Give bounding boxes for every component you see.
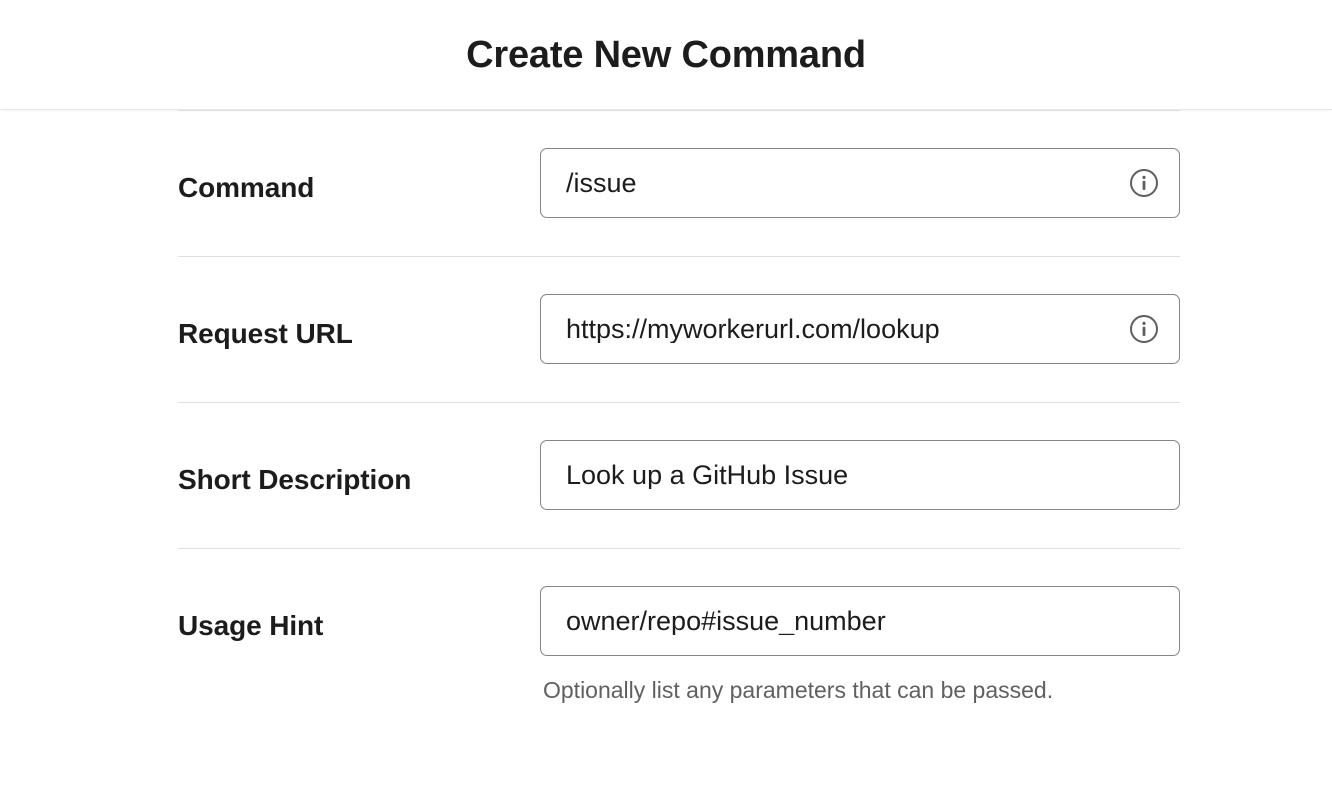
usage-hint-input[interactable]: owner/repo#issue_number xyxy=(540,586,1180,656)
form-row-usage-hint-label-col: Usage Hint xyxy=(178,549,540,642)
form-row-short-description: Short Description Look up a GitHub Issue xyxy=(178,402,1180,548)
label-command: Command xyxy=(178,172,315,203)
info-icon[interactable] xyxy=(1129,314,1159,344)
label-usage-hint: Usage Hint xyxy=(178,610,324,641)
short-description-input[interactable]: Look up a GitHub Issue xyxy=(540,440,1180,510)
form-row-request-url-field-col: https://myworkerurl.com/lookup xyxy=(540,257,1180,402)
request-url-input-value[interactable]: https://myworkerurl.com/lookup xyxy=(566,315,940,343)
form-row-usage-hint-field-col: owner/repo#issue_number Optionally list … xyxy=(540,549,1180,744)
command-input[interactable]: /issue xyxy=(540,148,1180,218)
form-row-command: Command /issue xyxy=(178,110,1180,256)
request-url-input[interactable]: https://myworkerurl.com/lookup xyxy=(540,294,1180,364)
info-icon[interactable] xyxy=(1129,168,1159,198)
form-row-request-url-label-col: Request URL xyxy=(178,257,540,350)
form-row-command-label-col: Command xyxy=(178,111,540,204)
form-row-usage-hint: Usage Hint owner/repo#issue_number Optio… xyxy=(178,548,1180,744)
form-row-short-description-label-col: Short Description xyxy=(178,403,540,496)
form-row-short-description-field-col: Look up a GitHub Issue xyxy=(540,403,1180,548)
label-short-description: Short Description xyxy=(178,464,412,495)
page-title: Create New Command xyxy=(466,33,866,76)
create-command-form: Command /issue Request URL xyxy=(0,110,1332,744)
form-row-command-field-col: /issue xyxy=(540,111,1180,256)
form-row-request-url: Request URL https://myworkerurl.com/look… xyxy=(178,256,1180,402)
modal-body: Command /issue Request URL xyxy=(0,110,1332,744)
modal-header: Create New Command xyxy=(0,0,1332,110)
short-description-input-value[interactable]: Look up a GitHub Issue xyxy=(566,461,849,489)
usage-hint-helper-text: Optionally list any parameters that can … xyxy=(543,677,1054,703)
label-request-url: Request URL xyxy=(178,318,353,349)
command-input-value[interactable]: /issue xyxy=(566,169,637,197)
usage-hint-input-value[interactable]: owner/repo#issue_number xyxy=(566,607,886,635)
